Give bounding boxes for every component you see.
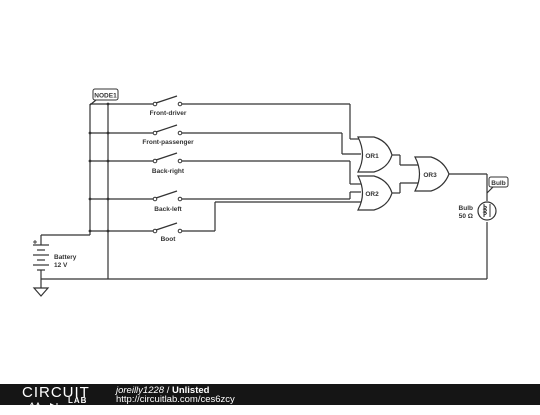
bulb-tag: Bulb bbox=[486, 176, 509, 194]
bulb-tag-label: Bulb bbox=[491, 180, 505, 187]
or-gate-3: OR3 bbox=[414, 156, 487, 192]
author-username[interactable]: joreilly1228 bbox=[116, 385, 165, 396]
or-gate-1: OR1 bbox=[357, 136, 418, 173]
battery-icon: Battery 12 V bbox=[33, 240, 77, 271]
bulb-name: Bulb bbox=[459, 205, 473, 212]
switch-label-boot: Boot bbox=[161, 236, 177, 243]
or2-label: OR2 bbox=[365, 191, 379, 198]
circuitlab-logo[interactable]: CIRCUIT bbox=[22, 384, 90, 401]
switch-back-left: Back-left bbox=[90, 190, 361, 213]
node1-label: NODE1 bbox=[94, 93, 117, 100]
switch-label-front-driver: Front-driver bbox=[150, 110, 187, 117]
rails bbox=[40, 104, 488, 288]
battery-value: 12 V bbox=[54, 262, 68, 269]
circuit-url-link[interactable]: http://circuitlab.com/ces6zcy bbox=[116, 394, 235, 405]
battery-name: Battery bbox=[54, 254, 77, 261]
byline-separator: / bbox=[164, 385, 172, 396]
logo-lab-text: LAB bbox=[68, 396, 88, 405]
switch-front-passenger: Front-passenger bbox=[90, 124, 361, 155]
switch-label-back-left: Back-left bbox=[154, 206, 182, 213]
footer-bar: CIRCUIT LAB joreilly1228 / Unlisted http… bbox=[0, 384, 540, 411]
logo-symbol: LAB bbox=[24, 396, 94, 411]
visibility-status: Unlisted bbox=[171, 385, 210, 396]
bulb-value: 50 Ω bbox=[459, 213, 473, 220]
switch-boot: Boot bbox=[90, 201, 361, 243]
ground-icon bbox=[32, 287, 50, 297]
or-gate-2: OR2 bbox=[357, 175, 418, 211]
junction-dots bbox=[88, 102, 110, 233]
circuit-schematic: NODE1 Front-driver Front-passenger Back-… bbox=[32, 88, 509, 297]
or3-label: OR3 bbox=[423, 172, 437, 179]
author-byline: joreilly1228 / Unlisted bbox=[116, 385, 209, 396]
switch-label-front-passenger: Front-passenger bbox=[142, 139, 194, 146]
resistor-diode-icon bbox=[24, 401, 66, 411]
or1-label: OR1 bbox=[365, 153, 379, 160]
switch-back-right: Back-right bbox=[90, 152, 361, 185]
node1-tag: NODE1 bbox=[89, 88, 119, 106]
switch-label-back-right: Back-right bbox=[152, 168, 185, 175]
bulb-icon: Bulb 50 Ω bbox=[459, 201, 497, 221]
